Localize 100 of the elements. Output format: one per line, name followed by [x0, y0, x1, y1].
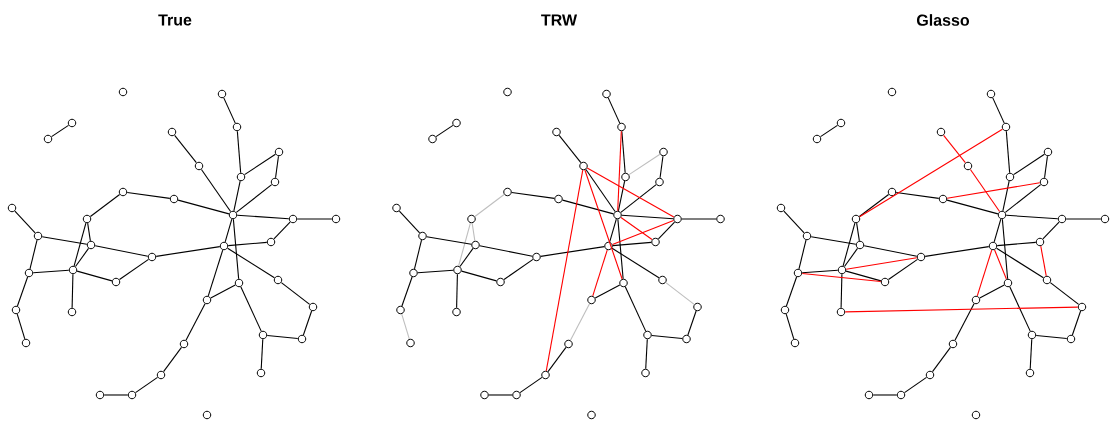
edge-line: [617, 130, 622, 212]
edge-line: [519, 376, 543, 394]
edge-line: [1035, 334, 1068, 340]
edge-line: [1042, 221, 1060, 240]
edge-line: [840, 273, 843, 309]
edge-line: [126, 192, 171, 199]
edge-line: [545, 169, 584, 372]
edge-line: [1071, 310, 1082, 336]
edge-line: [621, 130, 626, 174]
edge-line: [236, 214, 290, 220]
edge-line: [607, 97, 621, 124]
edge-line: [687, 310, 697, 336]
edge-line: [954, 303, 975, 341]
edge-line: [801, 272, 882, 283]
edge-line: [73, 222, 87, 267]
edge-line: [417, 269, 454, 274]
edge-line: [621, 214, 674, 220]
edge-line: [859, 128, 1003, 218]
edge-line: [240, 286, 262, 332]
edge-line: [174, 134, 197, 164]
edge-line: [887, 258, 919, 281]
edge-line: [801, 269, 839, 274]
edge-line: [785, 276, 798, 307]
edge-line: [233, 180, 241, 212]
edge-line: [1001, 218, 1009, 280]
edge-line: [611, 220, 675, 245]
edge-line: [1049, 282, 1080, 305]
edge-line: [856, 222, 860, 242]
edge-line: [903, 376, 928, 394]
edge-line: [617, 218, 624, 280]
edge-line: [943, 134, 966, 164]
edge-line: [1005, 130, 1011, 174]
edge-line: [845, 270, 882, 282]
edge-line: [592, 249, 608, 297]
edge-line: [547, 346, 567, 373]
edge-line: [163, 346, 183, 373]
edge-line: [41, 236, 88, 245]
edge-line: [461, 270, 497, 282]
edge-line: [1044, 155, 1048, 179]
edge-line: [798, 239, 807, 270]
edge-line: [844, 306, 1079, 313]
edge-line: [200, 168, 232, 213]
edge-line: [611, 247, 660, 279]
edge-line: [1004, 184, 1042, 213]
edge-line: [979, 284, 1005, 299]
edge-line: [177, 199, 230, 215]
edge-line: [236, 130, 242, 174]
panel-title: True: [158, 14, 192, 26]
edge-line: [503, 258, 534, 281]
edge-line: [401, 313, 410, 340]
edge-line: [858, 194, 890, 217]
edge-line: [275, 155, 279, 179]
edge-line: [89, 194, 121, 217]
edge-line: [273, 221, 291, 240]
edge-line: [266, 334, 299, 340]
edge-line: [426, 236, 472, 245]
edge-line: [624, 286, 647, 332]
edge-line: [94, 245, 149, 257]
edge-line: [74, 247, 90, 268]
edge-line: [586, 167, 675, 218]
edge-line: [1065, 218, 1102, 220]
edge-line: [260, 338, 264, 370]
edge-line: [651, 334, 683, 340]
edge-line: [783, 210, 805, 234]
edge-line: [210, 284, 236, 299]
edge-line: [488, 394, 513, 396]
edge-line: [996, 241, 1037, 247]
edge-line: [1002, 180, 1010, 212]
edge-line: [842, 222, 856, 267]
edge-line: [659, 155, 664, 179]
edge-line: [227, 247, 275, 279]
panel-title: Glasso: [917, 14, 970, 26]
edge-line: [14, 210, 36, 234]
edge-line: [1013, 153, 1045, 176]
edge-line: [946, 182, 1041, 199]
edge-line: [681, 218, 717, 220]
edge-line: [458, 222, 471, 267]
edge-line: [1029, 338, 1033, 370]
edge-line: [994, 249, 1007, 280]
edge-line: [29, 239, 38, 270]
edge-line: [87, 222, 91, 242]
edge-line: [232, 218, 240, 280]
edge-line: [620, 216, 653, 241]
edge-line: [155, 246, 221, 257]
edge-line: [1040, 245, 1047, 277]
edge-line: [474, 194, 505, 217]
edge-line: [895, 192, 940, 199]
edge-line: [185, 303, 206, 341]
edge-line: [223, 97, 236, 124]
edge-line: [617, 180, 626, 212]
edge-line: [785, 313, 795, 340]
edge-line: [76, 270, 113, 282]
edge-line: [16, 276, 29, 307]
edge-line: [16, 313, 26, 340]
edge-line: [456, 273, 458, 309]
edge-line: [992, 97, 1005, 124]
edge-line: [976, 249, 993, 297]
edge-line: [645, 338, 648, 370]
edge-line: [657, 221, 676, 240]
edge-line: [594, 284, 621, 299]
